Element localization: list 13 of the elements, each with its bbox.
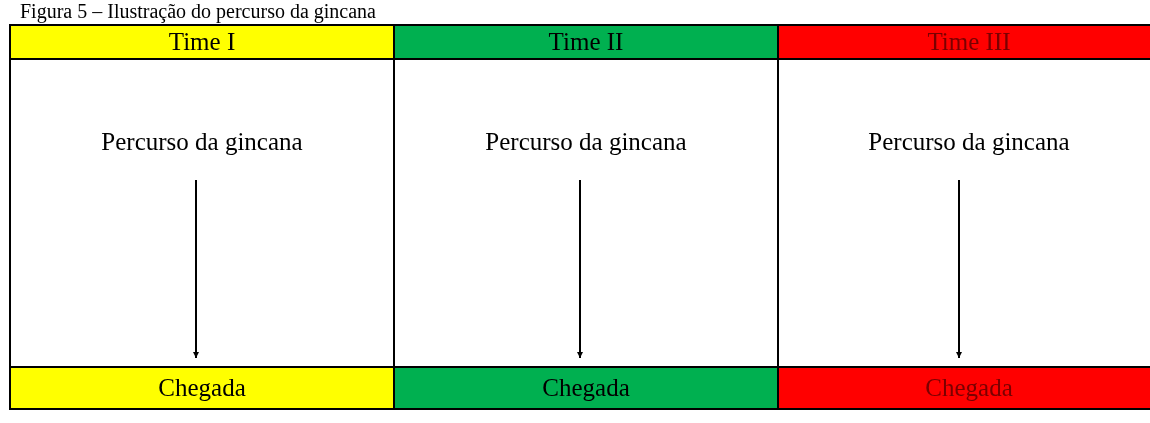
step-text: Percurso da gincana bbox=[777, 128, 1150, 156]
finish-cell: Chegada bbox=[393, 366, 779, 410]
finish-cell: Chegada bbox=[9, 366, 395, 410]
arrow bbox=[193, 179, 199, 359]
team-header: Time I bbox=[9, 24, 395, 60]
figure-title: Figura 5 – Ilustração do percurso da gincana bbox=[20, 0, 376, 22]
arrow bbox=[956, 179, 962, 359]
step-text: Percurso da gincana bbox=[9, 128, 395, 156]
arrow bbox=[577, 179, 583, 359]
finish-cell: Chegada bbox=[777, 366, 1150, 410]
team-header: Time III bbox=[777, 24, 1150, 60]
team-header: Time II bbox=[393, 24, 779, 60]
step-text: Percurso da gincana bbox=[393, 128, 779, 156]
